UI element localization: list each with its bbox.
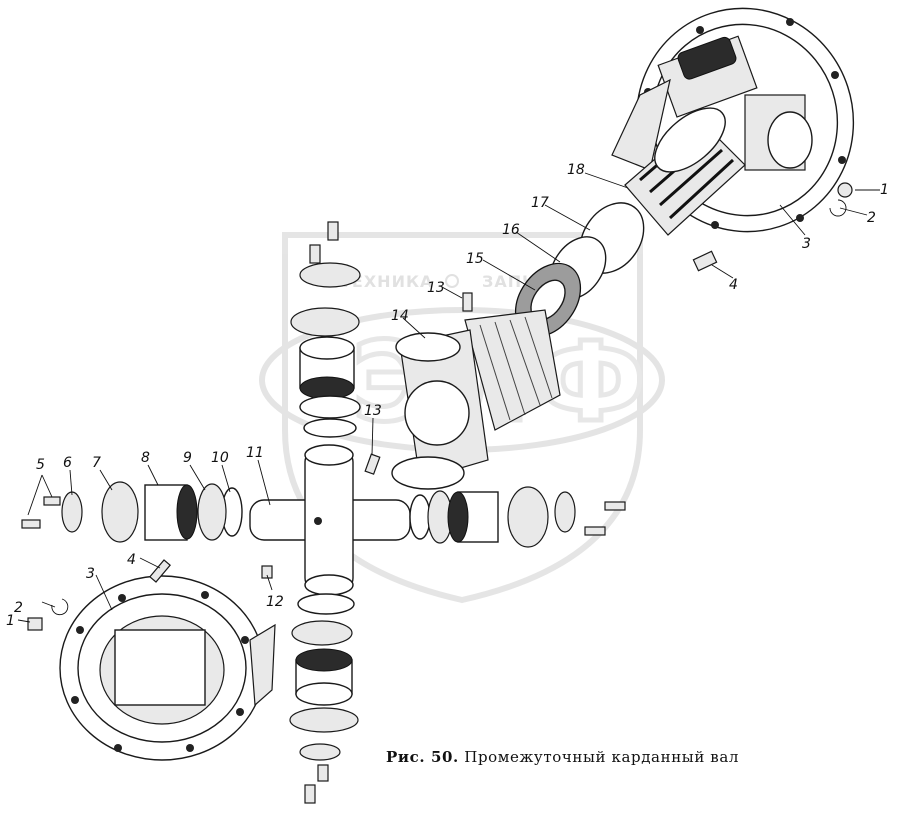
callout-14: 14: [391, 308, 409, 324]
watermark-shield: [282, 232, 643, 604]
callout-6: 6: [63, 455, 72, 471]
watermark-text-left: ТЕХНИКА: [340, 272, 433, 291]
callout-3-top: 3: [802, 236, 811, 252]
bearing-stack-right: [409, 486, 626, 548]
figure-number: Рис. 50.: [386, 748, 459, 766]
callout-17: 17: [531, 195, 549, 211]
splined-shaft: [624, 107, 746, 236]
callout-15: 15: [466, 251, 484, 267]
figure-title: Промежуточный карданный вал: [464, 748, 740, 766]
bearing-stack-upper: [290, 221, 361, 438]
grease-nipples: [364, 292, 473, 475]
figure-caption: Рис. 50. Промежуточный карданный вал: [386, 748, 739, 766]
leader-lines: [17, 172, 880, 623]
watermark-gear-icon: [445, 274, 459, 288]
callout-2-top: 2: [867, 210, 876, 226]
universal-joint-cross: [249, 444, 411, 596]
callout-13-top: 13: [427, 280, 445, 296]
yoke-with-tube: [391, 309, 561, 490]
flange-housing-top: [611, 7, 855, 233]
hardware-pieces: [27, 182, 853, 631]
callout-5: 5: [36, 457, 45, 473]
callout-1-top: 1: [880, 182, 889, 198]
callout-8: 8: [141, 450, 150, 466]
callout-13-mid: 13: [364, 403, 382, 419]
callout-12: 12: [266, 594, 284, 610]
bearing-stack-lower: [289, 593, 359, 804]
callout-3-bot: 3: [86, 566, 95, 582]
callout-11: 11: [246, 445, 264, 461]
callout-4-top: 4: [729, 277, 738, 293]
callout-2-bot: 2: [14, 600, 23, 616]
bearing-stack-left: [21, 481, 243, 543]
flange-housing-bottom: [59, 559, 276, 761]
callout-7: 7: [92, 455, 101, 471]
callout-9: 9: [183, 450, 192, 466]
callout-10: 10: [211, 450, 229, 466]
callout-18: 18: [567, 162, 585, 178]
callout-labels: 1 2 3 4 18 17 16 15 13 14 13 5 6 7 8 9 1…: [6, 162, 889, 629]
callout-16: 16: [502, 222, 520, 238]
callout-4-bot: 4: [127, 552, 136, 568]
callout-1-bot: 1: [6, 613, 15, 629]
